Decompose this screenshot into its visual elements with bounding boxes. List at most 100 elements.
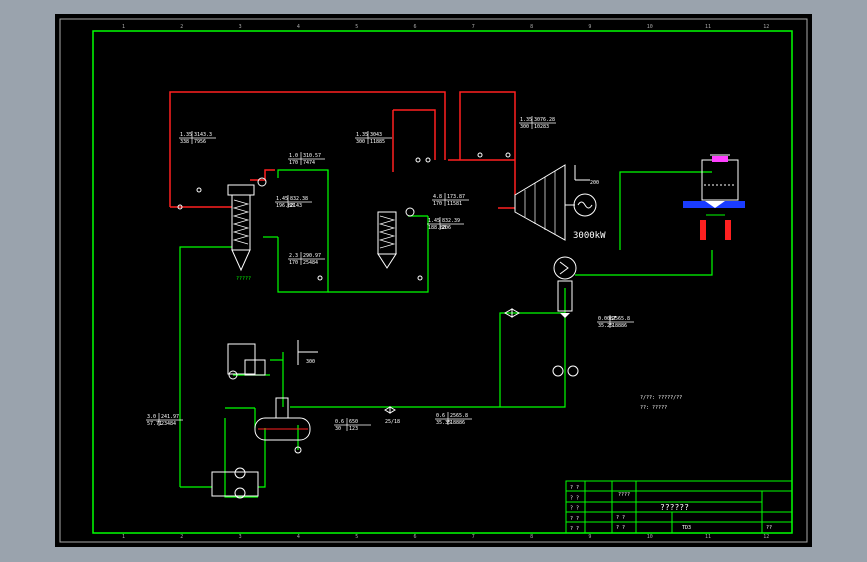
label-boiler1-c: 338 — [180, 139, 189, 145]
label-feed3-a: 0.6 — [436, 413, 445, 419]
title-main: ?????? — [660, 503, 689, 512]
title-row-0: ? ? — [570, 485, 579, 491]
grid-number-bottom: 4 — [297, 534, 300, 540]
grid-number-top: 8 — [530, 24, 533, 30]
label-boiler2-a: 1.35 — [356, 132, 368, 138]
valve-tag: 25/18 — [385, 419, 400, 425]
label-turbine_in-d: 10283 — [534, 124, 549, 130]
grid-number-top: 6 — [414, 24, 417, 30]
pump-icon — [234, 487, 246, 499]
label-feed3-d: 18886 — [450, 420, 465, 426]
label-econ1_top-c: 170 — [289, 160, 298, 166]
label-econ2_bot-a: 1.45 — [428, 218, 440, 224]
deaerator-tag: 300 — [306, 359, 315, 365]
label-econ1_mid-a: 1.45 — [276, 196, 288, 202]
label-feed1-b: 241.97 — [161, 414, 179, 420]
title-row-2: ? ? — [570, 506, 579, 512]
label-condenser_out-b: 2565.8 — [612, 316, 630, 322]
label-econ1_mid-d: 2143 — [290, 203, 302, 209]
grid-number-bottom: 3 — [239, 534, 242, 540]
inner-frame — [92, 30, 793, 534]
label-econ1_mid-c: 196.88 — [276, 203, 294, 209]
title-row-4: ? ? — [570, 526, 579, 532]
label-econ2_bot-b: 832.39 — [442, 218, 460, 224]
label-condenser_out-a: 0.0087 — [598, 316, 616, 322]
grid-number-top: 1 — [122, 24, 125, 30]
steam-lines — [169, 91, 516, 209]
label-feed1-c: 57.71 — [147, 421, 162, 427]
label-econ1_top-d: 7474 — [303, 160, 315, 166]
label-feed1-d: 23484 — [161, 421, 176, 427]
label-condenser_out-d: 18886 — [612, 323, 627, 329]
deaerator: 300 — [227, 340, 318, 441]
water-lines — [179, 169, 713, 498]
label-econ1_bot-a: 2.3 — [289, 253, 298, 259]
label-feed1-a: 3.0 — [147, 414, 156, 420]
grid-number-top: 7 — [472, 24, 475, 30]
grid-number-top: 2 — [180, 24, 183, 30]
label-econ1_bot-b: 290.97 — [303, 253, 321, 259]
condenser — [553, 256, 577, 318]
grid-number-top: 9 — [588, 24, 591, 30]
grid-number-top: 10 — [647, 24, 653, 30]
label-econ1_bot-c: 170 — [289, 260, 298, 266]
grid-number-top: 12 — [763, 24, 769, 30]
label-boiler2-d: 11885 — [370, 139, 385, 145]
boiler-1-tag: ????? — [236, 276, 251, 282]
label-econ1_top-b: 310.57 — [303, 153, 321, 159]
title-block-rows: ? ?? ?? ?? ?? ? — [570, 485, 579, 532]
power-label: 3000kW — [573, 231, 606, 241]
title-header: ???? — [618, 492, 630, 498]
grid-number-bottom: 2 — [180, 534, 183, 540]
title-cell-1: ? ? — [616, 515, 625, 521]
grid-number-bottom: 9 — [588, 534, 591, 540]
grid-number-bottom: 1 — [122, 534, 125, 540]
cooling-tower — [683, 154, 745, 240]
grid-number-bottom: 5 — [355, 534, 358, 540]
grid-number-top: 4 — [297, 24, 300, 30]
title-row-1: ? ? — [570, 495, 579, 501]
pumps — [211, 365, 579, 499]
label-feed3-b: 2565.8 — [450, 413, 468, 419]
label-turbine_in-b: 3076.28 — [534, 117, 555, 123]
label-boiler1-a: 1.35 — [180, 132, 192, 138]
label-boiler1-d: 7956 — [194, 139, 206, 145]
label-econ2_bot-c: 188.88 — [428, 225, 446, 231]
title-cell-3: TD3 — [682, 525, 691, 531]
label-econ1_top-a: 1.0 — [289, 153, 298, 159]
grid-number-bottom: 11 — [705, 534, 711, 540]
valves — [177, 152, 521, 414]
label-boiler2-b: 3043 — [370, 132, 382, 138]
title-block — [565, 480, 793, 534]
label-turbine_in-a: 1.35 — [520, 117, 532, 123]
label-boiler2-c: 300 — [356, 139, 365, 145]
title-cell-2: ? ? — [616, 525, 625, 531]
drawing-sheet — [55, 14, 812, 547]
legend-line-1: ?/??: ?????/?? — [640, 395, 682, 401]
grid-number-bottom: 8 — [530, 534, 533, 540]
boiler-1: ????? — [227, 177, 267, 282]
label-turbine_in-c: 300 — [520, 124, 529, 130]
grid-number-bottom: 10 — [647, 534, 653, 540]
legend-line-2: ??: ????? — [640, 405, 667, 411]
label-econ2_bot-d: 206 — [442, 225, 451, 231]
label-feed2-c: 30 — [335, 426, 341, 432]
label-feed3-c: 35.35 — [436, 420, 451, 426]
generator-icon — [573, 193, 597, 217]
label-feed2-b: 650 — [349, 419, 358, 425]
title-cell-4: ?? — [766, 525, 772, 531]
label-econ2_mid-b: 173.87 — [447, 194, 465, 200]
pump-icon — [294, 446, 302, 454]
label-feed2-a: 0.6 — [335, 419, 344, 425]
outer-border — [59, 18, 808, 543]
boiler-2 — [377, 207, 415, 269]
label-econ1_bot-d: 25484 — [303, 260, 318, 266]
turbine: 200 3000kW — [514, 164, 606, 241]
grid-number-bottom: 7 — [472, 534, 475, 540]
grid-number-top: 5 — [355, 24, 358, 30]
label-econ2_mid-d: 11581 — [447, 201, 462, 207]
label-feed2-d: 123 — [349, 426, 358, 432]
